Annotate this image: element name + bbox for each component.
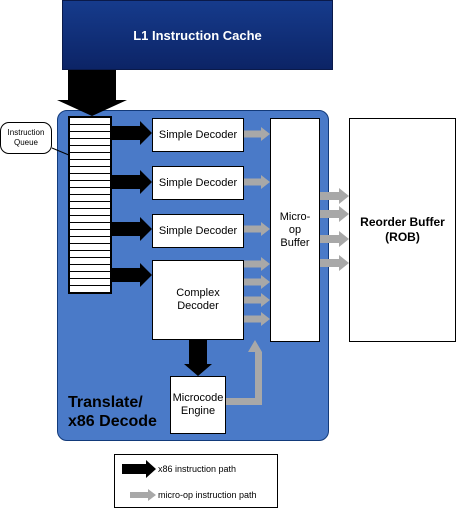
translate-decode-label: Translate/ x86 Decode: [68, 394, 157, 430]
simple-decoder-3: Simple Decoder: [152, 214, 244, 248]
decoder-to-buffer-arrow-3: [244, 222, 270, 236]
queue-to-decoder-arrow-3: [112, 217, 152, 241]
decoder-to-buffer-arrow-5: [244, 275, 270, 289]
queue-to-decoder-arrow-1: [112, 121, 152, 145]
l1-to-queue-arrow: [57, 70, 127, 116]
decoder-to-buffer-arrow-4: [244, 257, 270, 271]
l1-instruction-cache-label: L1 Instruction Cache: [133, 27, 262, 43]
instruction-queue-text: Instruction Queue: [7, 128, 45, 147]
simple-decoder-1: Simple Decoder: [152, 118, 244, 152]
micro-op-buffer-label: Micro-op Buffer: [279, 210, 311, 249]
complex-decoder-label: Complex Decoder: [176, 287, 220, 312]
simple-decoder-2: Simple Decoder: [152, 166, 244, 200]
legend-micro-op-arrow: [130, 489, 156, 501]
simple-decoder-3-label: Simple Decoder: [158, 224, 238, 237]
decoder-to-buffer-arrow-1: [244, 127, 270, 141]
l1-instruction-cache: L1 Instruction Cache: [62, 0, 333, 70]
simple-decoder-2-label: Simple Decoder: [158, 176, 238, 189]
buffer-to-rob-arrow-1: [320, 188, 349, 204]
queue-to-decoder-arrow-2: [112, 170, 152, 194]
complex-to-microcode-arrow: [184, 340, 212, 376]
buffer-to-rob-arrow-2: [320, 206, 349, 222]
instruction-queue: [68, 116, 112, 294]
legend-x86-path-label: x86 instruction path: [158, 464, 237, 474]
decoder-to-buffer-arrow-7: [244, 312, 270, 326]
microcode-engine: Microcode Engine: [170, 376, 226, 434]
micro-op-buffer: Micro-op Buffer: [270, 118, 320, 342]
reorder-buffer-label: Reorder Buffer (ROB): [360, 215, 445, 244]
reorder-buffer: Reorder Buffer (ROB): [349, 118, 456, 342]
decoder-to-buffer-arrow-2: [244, 175, 270, 189]
complex-decoder: Complex Decoder: [152, 260, 244, 340]
buffer-to-rob-arrow-4: [320, 255, 349, 271]
queue-to-decoder-arrow-4: [112, 263, 152, 287]
decoder-to-buffer-arrow-6: [244, 293, 270, 307]
legend-micro-op-path-label: micro-op instruction path: [158, 490, 257, 500]
microcode-engine-label: Microcode Engine: [172, 392, 224, 417]
microcode-to-buffer-arrow: [226, 340, 262, 405]
legend-x86-arrow: [122, 460, 156, 478]
legend: [114, 454, 278, 508]
instruction-queue-label: Instruction Queue: [0, 122, 52, 154]
buffer-to-rob-arrow-3: [320, 231, 349, 247]
simple-decoder-1-label: Simple Decoder: [158, 128, 238, 141]
